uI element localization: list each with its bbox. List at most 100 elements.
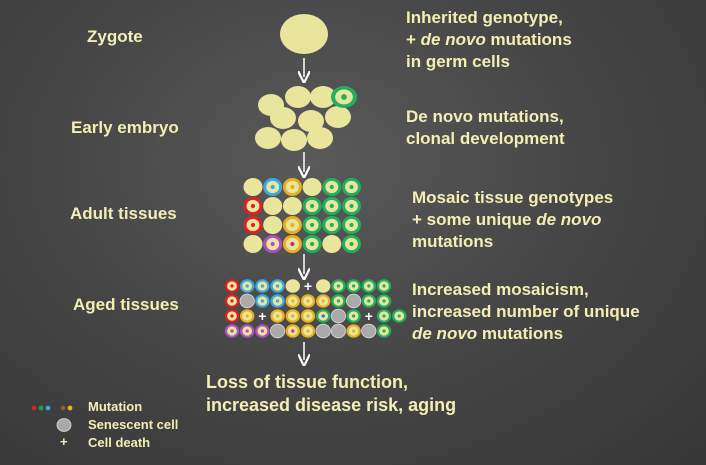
stage-label-zygote: Zygote — [87, 27, 143, 46]
outcome-text: Loss of tissue function, increased disea… — [206, 371, 456, 417]
legend-senescent-icon — [56, 418, 72, 432]
legend-death-symbol: + — [60, 434, 68, 449]
aged-desc-line3-suffix: mutations — [477, 324, 564, 343]
senescent-cell — [315, 323, 331, 339]
zygote-desc-line2-italic: de novo — [420, 30, 486, 49]
mutation-dot — [341, 94, 347, 100]
senescent-cell — [345, 293, 362, 309]
cell — [263, 216, 283, 234]
senescent-cell — [330, 308, 346, 324]
legend-mutation-dot — [38, 405, 44, 411]
cell-death-marker: + — [365, 308, 373, 324]
senescent-cell — [269, 323, 286, 339]
mutation-dot — [291, 329, 295, 333]
mutation-dot — [349, 203, 354, 209]
mutation-dot — [270, 184, 275, 190]
mutation-dot — [245, 284, 249, 288]
adult-desc-line3: mutations — [412, 232, 494, 251]
mutation-dot — [336, 284, 340, 288]
legend-mutation-dot — [45, 405, 51, 411]
adult-desc-line2-prefix: + some unique — [412, 210, 537, 229]
mutation-dot — [321, 314, 325, 318]
mutation-dot — [260, 329, 264, 333]
mutation-dot — [276, 314, 280, 318]
mutation-dot — [329, 203, 334, 209]
mutation-dot — [270, 241, 275, 247]
cell — [263, 197, 283, 215]
adult-desc-line1: Mosaic tissue genotypes — [412, 188, 614, 207]
legend-symbols — [31, 405, 73, 432]
zygote-desc-line2: + de novo mutations — [406, 29, 572, 51]
cell — [243, 178, 263, 196]
mutation-dot — [291, 299, 295, 303]
mutation-dot — [230, 314, 234, 318]
mutation-dot — [230, 299, 234, 303]
mutation-dot — [397, 314, 401, 318]
cell — [255, 127, 281, 149]
cell — [281, 129, 307, 151]
mutation-dot — [230, 284, 234, 288]
mutation-dot — [260, 284, 264, 288]
mutation-dot — [260, 299, 264, 303]
mutation-dot — [349, 241, 354, 247]
cell — [325, 106, 351, 128]
mutation-dot — [382, 299, 386, 303]
legend-death-label: Cell death — [88, 435, 151, 450]
aged-desc-line3-italic: de novo — [412, 324, 478, 343]
early-embryo-cells — [255, 86, 357, 151]
stage-label-adult-tissues: Adult tissues — [70, 204, 177, 223]
mutation-dot — [367, 284, 371, 288]
stage-label-early-embryo: Early embryo — [71, 118, 179, 137]
cell — [310, 86, 336, 108]
cell — [270, 107, 296, 129]
mutation-dot — [290, 184, 295, 190]
aged-tissues-description: Increased mosaicism, increased number of… — [412, 279, 640, 345]
legend-mutation-label: Mutation — [88, 399, 143, 414]
senescent-cell — [330, 323, 346, 339]
aged-tissue-cells: + + + — [224, 278, 407, 339]
adult-desc-line2-italic: de novo — [536, 210, 602, 229]
mutation-dot — [352, 314, 356, 318]
zygote-cell — [280, 14, 328, 54]
early-embryo-description: De novo mutations, clonal development — [406, 106, 565, 150]
cell-death-marker: + — [304, 278, 312, 294]
adult-tissues-description: Mosaic tissue genotypes + some unique de… — [412, 187, 613, 253]
mutation-dot — [336, 299, 340, 303]
embryo-desc-line2: clonal development — [406, 129, 565, 148]
aged-desc-line2: increased number of unique — [412, 302, 640, 321]
zygote-desc-line2-prefix: + — [406, 30, 421, 49]
adult-tissue-cells — [243, 178, 361, 253]
mutation-dot — [349, 184, 354, 190]
mutation-dot — [306, 314, 310, 318]
mutation-dot — [349, 222, 354, 228]
mutation-dot — [276, 284, 280, 288]
mutation-dot — [382, 329, 386, 333]
mutation-dot — [306, 299, 310, 303]
stage-label-aged-tissues: Aged tissues — [73, 295, 179, 314]
legend-mutation-dot — [67, 405, 73, 411]
aged-desc-line3: de novo mutations — [412, 323, 640, 345]
outcome-line1: Loss of tissue function, — [206, 372, 409, 392]
cell — [282, 197, 302, 215]
mutation-dot — [352, 329, 356, 333]
legend-mutation-dot — [60, 405, 66, 411]
mutation-dot — [290, 222, 295, 228]
mutation-dot — [329, 184, 334, 190]
mutation-dot — [245, 314, 249, 318]
mutation-dot — [382, 284, 386, 288]
cell — [307, 127, 333, 149]
zygote-desc-line3: in germ cells — [406, 52, 510, 71]
mutation-dot — [329, 222, 334, 228]
mutation-dot — [250, 222, 256, 228]
senescent-cell — [239, 293, 255, 309]
outcome-line2: increased disease risk, aging — [206, 395, 457, 415]
cell-death-marker: + — [258, 308, 266, 324]
cell — [316, 279, 331, 293]
zygote-desc-line1: Inherited genotype, — [406, 8, 563, 27]
mutation-dot — [382, 314, 386, 318]
zygote-description: Inherited genotype, + de novo mutations … — [406, 7, 572, 73]
mutation-dot — [250, 203, 256, 209]
aged-desc-line1: Increased mosaicism, — [412, 280, 589, 299]
mutation-dot — [245, 329, 249, 333]
